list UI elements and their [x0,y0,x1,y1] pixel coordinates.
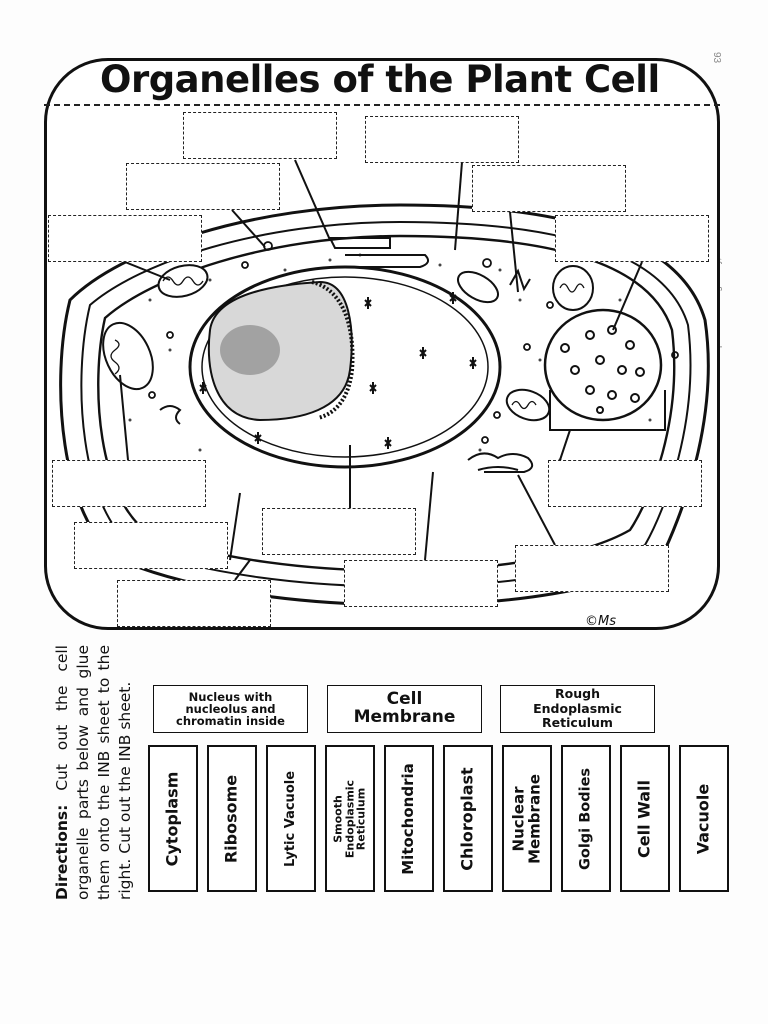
page-title: Organelles of the Plant Cell [100,58,660,101]
card-mitochondria-label: Mitochondria [399,762,418,875]
card-cell-membrane[interactable]: Cell Membrane [327,685,482,733]
card-cell-membrane-label: Cell Membrane [353,689,456,727]
card-mitochondria[interactable]: Mitochondria [384,745,434,892]
mitochondrion-4 [457,270,499,304]
label-blank-1[interactable] [183,112,337,159]
label-blank-10[interactable] [262,508,416,555]
label-blank-13[interactable] [117,580,271,627]
card-vacuole[interactable]: Vacuole [679,745,729,892]
card-nuclear-membrane[interactable]: Nuclear Membrane [502,745,552,892]
card-chloroplast-label: Chloroplast [457,766,477,871]
card-smooth-er[interactable]: Smooth Endoplasmic Reticulum [325,745,375,892]
directions-lead: Directions: [53,804,71,900]
card-golgi-bodies[interactable]: Golgi Bodies [561,745,611,892]
card-vacuole-label: Vacuole [693,783,713,854]
label-blank-4[interactable] [472,165,626,212]
title-divider [44,104,720,106]
mitochondrion-3 [552,265,594,311]
artist-signature: ©Ms [585,614,616,629]
card-nuclear-membrane-label: Nuclear Membrane [509,773,543,864]
card-ribosome[interactable]: Ribosome [207,745,257,892]
label-blank-9[interactable] [74,522,228,569]
label-blank-5[interactable] [48,215,202,262]
card-chloroplast[interactable]: Chloroplast [443,745,493,892]
label-blank-8[interactable] [548,460,702,507]
card-golgi-bodies-label: Golgi Bodies [577,767,594,870]
card-cytoplasm[interactable]: Cytoplasm [148,745,198,892]
label-blank-2[interactable] [365,116,519,163]
card-lytic-vacuole[interactable]: Lytic Vacuole [266,745,316,892]
card-cell-wall[interactable]: Cell Wall [620,745,670,892]
label-blank-7[interactable] [52,460,206,507]
card-nucleus[interactable]: Nucleus with nucleolus and chromatin ins… [153,685,308,733]
card-rough-er[interactable]: Rough Endoplasmic Reticulum [500,685,655,733]
nucleus-membrane-inner [201,276,489,458]
card-ribosome-label: Ribosome [221,774,241,863]
card-lytic-vacuole-label: Lytic Vacuole [283,770,299,867]
card-cytoplasm-label: Cytoplasm [162,771,182,866]
mitochondrion-2 [102,321,154,391]
label-blank-12[interactable] [344,560,498,607]
label-blank-6[interactable] [555,215,709,262]
card-rough-er-label: Rough Endoplasmic Reticulum [533,686,622,731]
card-smooth-er-label: Smooth Endoplasmic Reticulum [331,779,368,858]
directions-text: Directions: Cut out the cell organelle p… [52,645,136,900]
label-blank-11[interactable] [515,545,669,592]
chloroplast-shape [543,308,663,422]
card-nucleus-label: Nucleus with nucleolus and chromatin ins… [176,689,285,729]
label-blank-3[interactable] [126,163,280,210]
card-cell-wall-label: Cell Wall [634,779,654,858]
